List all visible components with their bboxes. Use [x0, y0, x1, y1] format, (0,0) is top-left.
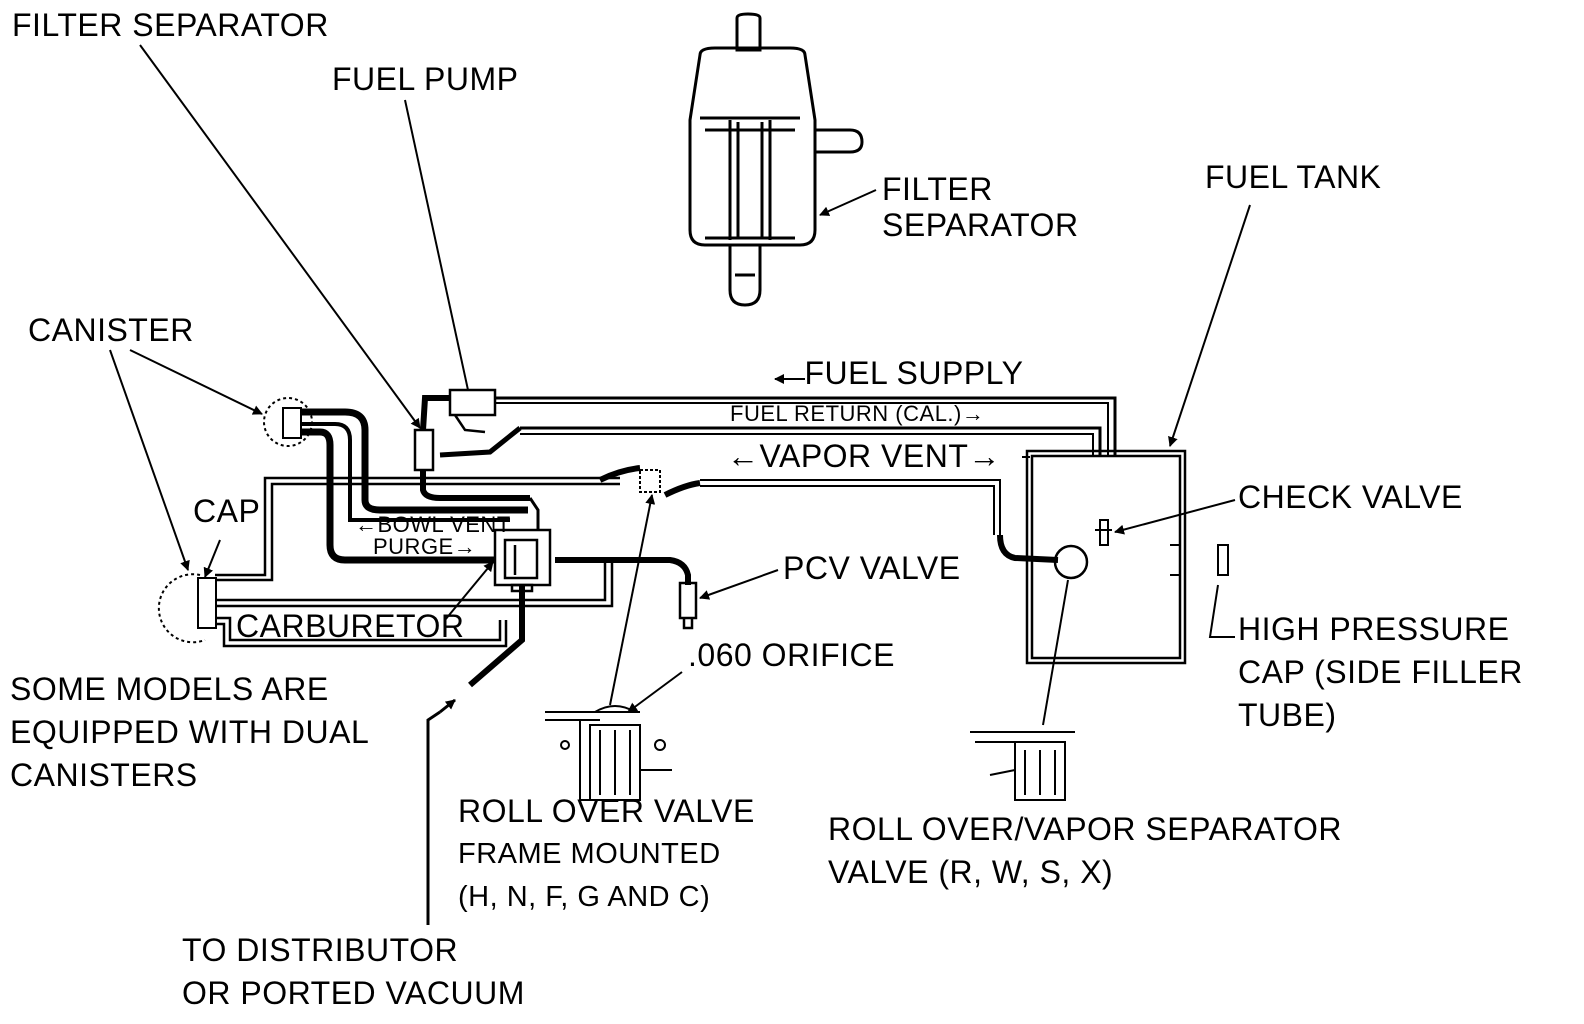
label-purge: PURGE→: [373, 534, 477, 559]
label-bowl-vent: ←BOWL VENT: [355, 512, 511, 537]
canister-upper-symbol: [263, 397, 313, 447]
label-vapor-vent: ←VAPOR VENT→: [727, 438, 1001, 474]
canister-lower-symbol: [157, 573, 217, 644]
label-high-pressure-cap-1: HIGH PRESSURE: [1238, 611, 1510, 647]
vapor-separator-circle: [1053, 544, 1089, 580]
label-check-valve: CHECK VALVE: [1238, 479, 1463, 515]
pcv-valve-symbol: [678, 581, 698, 630]
carburetor-symbol: [493, 528, 552, 593]
label-roll-over-valve-3: (H, N, F, G AND C): [458, 881, 711, 913]
high-pressure-cap-symbol: [1217, 544, 1229, 576]
vapor-separator-detail: [970, 731, 1075, 801]
label-filter-separator-detail-1: FILTER: [882, 171, 993, 207]
label-dual-canisters-3: CANISTERS: [10, 757, 198, 793]
label-high-pressure-cap-3: TUBE): [1238, 697, 1337, 733]
label-fuel-tank: FUEL TANK: [1205, 159, 1382, 195]
fuel-lines: [215, 395, 1117, 925]
label-pcv-valve: PCV VALVE: [783, 550, 961, 586]
label-fuel-return: FUEL RETURN (CAL.)→: [730, 401, 985, 426]
fuel-pump-symbol: [448, 388, 497, 434]
label-roll-over-valve-1: ROLL OVER VALVE: [458, 793, 755, 829]
label-distributor-1: TO DISTRIBUTOR: [182, 932, 459, 968]
rollover-inline-symbol: [639, 469, 661, 493]
check-valve-symbol: [1095, 519, 1112, 546]
label-canister: CANISTER: [28, 312, 194, 348]
filter-separator-detail: [688, 12, 864, 307]
label-distributor-2: OR PORTED VACUUM: [182, 975, 525, 1011]
inline-filter-symbol: [413, 428, 435, 472]
label-dual-canisters-2: EQUIPPED WITH DUAL: [10, 714, 370, 750]
rollover-valve-detail: [545, 705, 672, 801]
label-roll-over-vapor-2: VALVE (R, W, S, X): [828, 854, 1114, 890]
label-fuel-pump: FUEL PUMP: [332, 61, 519, 97]
label-filter-separator-top: FILTER SEPARATOR: [12, 7, 329, 43]
label-filter-separator-detail-2: SEPARATOR: [882, 207, 1079, 243]
label-roll-over-valve-2: FRAME MOUNTED: [458, 838, 721, 870]
label-fuel-supply: ←FUEL SUPPLY: [772, 355, 1024, 391]
label-orifice: .060 ORIFICE: [688, 637, 895, 673]
label-roll-over-vapor-1: ROLL OVER/VAPOR SEPARATOR: [828, 811, 1342, 847]
label-carburetor: CARBURETOR: [236, 608, 465, 644]
label-high-pressure-cap-2: CAP (SIDE FILLER: [1238, 654, 1523, 690]
label-cap: CAP: [193, 493, 261, 529]
label-dual-canisters-1: SOME MODELS ARE: [10, 671, 329, 707]
